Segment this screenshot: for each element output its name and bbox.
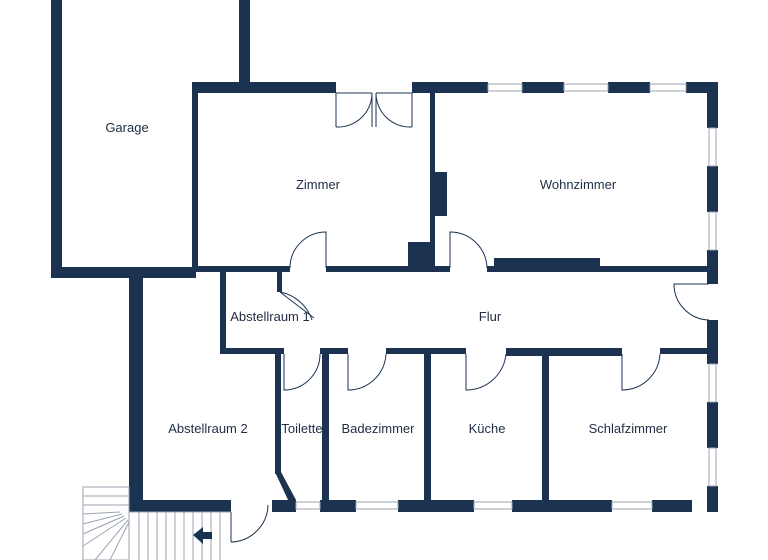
pillar xyxy=(408,242,435,270)
hall-bottom-c xyxy=(506,348,622,356)
double-door-zimmer xyxy=(335,92,413,128)
abstellraum1-wall-bottom xyxy=(220,348,284,354)
right-wall-b xyxy=(707,166,718,212)
garage-wall-left xyxy=(51,0,62,278)
top-wall-c xyxy=(522,82,564,93)
door-toilette xyxy=(283,353,321,391)
top-wall-d xyxy=(608,82,650,93)
toilette-badezimmer-wall xyxy=(322,352,329,512)
window xyxy=(563,83,609,92)
badezimmer-kueche-wall xyxy=(424,352,431,512)
bottom-wall-a xyxy=(129,500,231,512)
right-wall-f xyxy=(707,486,718,512)
top-wall-e xyxy=(686,82,718,93)
door-wohnzimmer-flur xyxy=(449,231,488,269)
walls xyxy=(51,0,718,512)
arrow-left-icon xyxy=(193,527,212,544)
right-wall-c xyxy=(707,250,718,284)
room-label-toilette: Toilette xyxy=(281,421,322,436)
room-label-abstellraum2: Abstellraum 2 xyxy=(168,421,247,436)
abstellraum1-wall-left xyxy=(220,270,226,354)
door-exterior-right xyxy=(673,283,710,321)
right-wall-d xyxy=(707,320,718,364)
door-abstellraum1 xyxy=(279,291,315,321)
zimmer-wall-bottom xyxy=(196,266,290,272)
door-badezimmer xyxy=(347,353,387,391)
window xyxy=(708,211,717,251)
garage-wall-bottom xyxy=(51,267,196,278)
garage-wall-right xyxy=(239,0,250,90)
abstellraum2-wall-top xyxy=(136,267,196,273)
top-wall-a xyxy=(192,82,336,93)
window xyxy=(611,501,653,510)
window xyxy=(649,83,687,92)
door-kueche xyxy=(465,353,507,391)
toilette-wall-left xyxy=(275,354,281,474)
hall-bottom-d xyxy=(660,348,712,354)
zimmer-wall-right xyxy=(430,92,435,270)
doors xyxy=(230,92,710,543)
window xyxy=(473,501,513,510)
room-label-flur: Flur xyxy=(479,309,502,324)
top-wall-b xyxy=(412,82,488,93)
window xyxy=(708,447,717,487)
abstellraum1-wall-right xyxy=(277,270,282,292)
window xyxy=(355,501,399,510)
bottom-wall-f xyxy=(652,500,692,512)
hall-top-wall-a xyxy=(326,266,450,272)
hall-bottom-b xyxy=(386,348,466,354)
right-wall-e xyxy=(707,402,718,448)
room-label-zimmer: Zimmer xyxy=(296,177,341,192)
room-label-garage: Garage xyxy=(105,120,148,135)
hall-top-wall-b xyxy=(487,266,712,272)
hall-bottom-a xyxy=(320,348,348,354)
door-schlafzimmer xyxy=(621,353,661,391)
toilette-angled-wall xyxy=(275,472,296,502)
abstellraum2-wall-left xyxy=(129,272,143,512)
bottom-wall-c xyxy=(320,500,356,512)
room-labels: Garage Zimmer Wohnzimmer Abstellraum 1 F… xyxy=(105,120,668,436)
windows xyxy=(295,83,717,510)
room-label-kueche: Küche xyxy=(469,421,506,436)
room-label-badezimmer: Badezimmer xyxy=(342,421,416,436)
kueche-schlafzimmer-wall xyxy=(542,352,549,512)
room-label-wohnzimmer: Wohnzimmer xyxy=(540,177,617,192)
wohnzimmer-radiator xyxy=(494,258,600,268)
bottom-wall-d xyxy=(398,500,474,512)
window xyxy=(708,127,717,167)
zimmer-wall-left xyxy=(192,82,198,272)
bottom-wall-e xyxy=(512,500,612,512)
window xyxy=(487,83,523,92)
exterior-stairs xyxy=(82,486,231,560)
chimney xyxy=(435,172,447,216)
room-label-schlafzimmer: Schlafzimmer xyxy=(589,421,668,436)
door-abstellraum2-exit xyxy=(230,504,269,543)
window xyxy=(708,363,717,403)
bottom-wall-b xyxy=(272,500,296,512)
window xyxy=(295,501,321,510)
door-zimmer-flur xyxy=(289,231,327,269)
room-label-abstellraum1: Abstellraum 1 xyxy=(230,309,309,324)
right-wall-a xyxy=(707,82,718,128)
